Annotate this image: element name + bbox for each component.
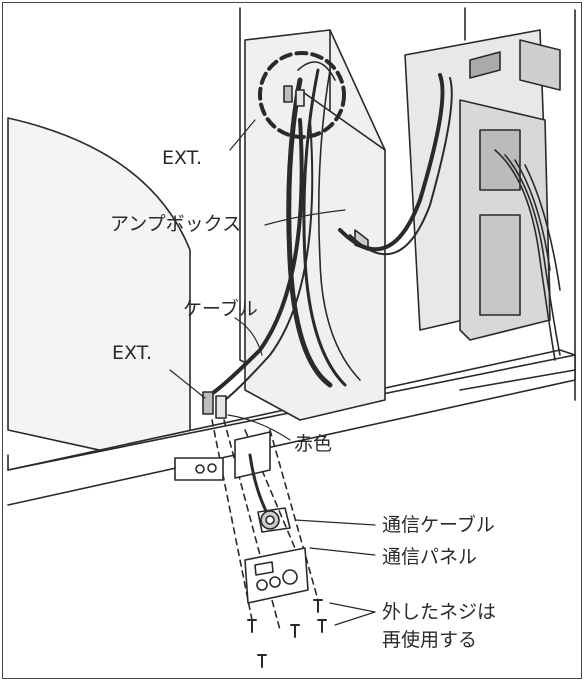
panel-slot [234,431,271,479]
label-reuse-line1: 外したネジは [382,601,497,623]
leader-red [227,414,291,441]
label-comm-cable: 通信ケーブル [382,514,495,536]
screws [247,599,327,668]
label-comm-panel: 通信パネル [382,546,478,568]
label-cable: ケーブル [183,298,258,320]
communication-panel [244,547,309,604]
leader-cable [234,317,263,356]
leader-screws-a [329,602,376,613]
leader-amp-box [264,209,346,226]
label-ext-left: EXT. [112,342,153,364]
bottom-ledge [7,349,576,506]
label-ext-top: EXT. [162,147,203,169]
ext-highlight-circle [258,51,346,139]
leader-ext-left [169,369,206,399]
label-reuse-line2: 再使用する [382,629,478,651]
cabinet-right-wall [464,7,576,401]
label-red: 赤色 [294,433,333,455]
main-cable-bundle [286,77,333,388]
leader-comm-cable [294,519,376,526]
leader-comm-panel [309,547,376,556]
leader-ext-top [229,119,256,151]
cabinet-left-panel [7,117,191,471]
label-amp-box: アンプボックス [110,213,242,235]
leader-screws-b [334,611,376,626]
ext-connector-right [215,395,227,419]
cable-to-ext [208,118,304,397]
ext-connector-left [202,391,214,415]
